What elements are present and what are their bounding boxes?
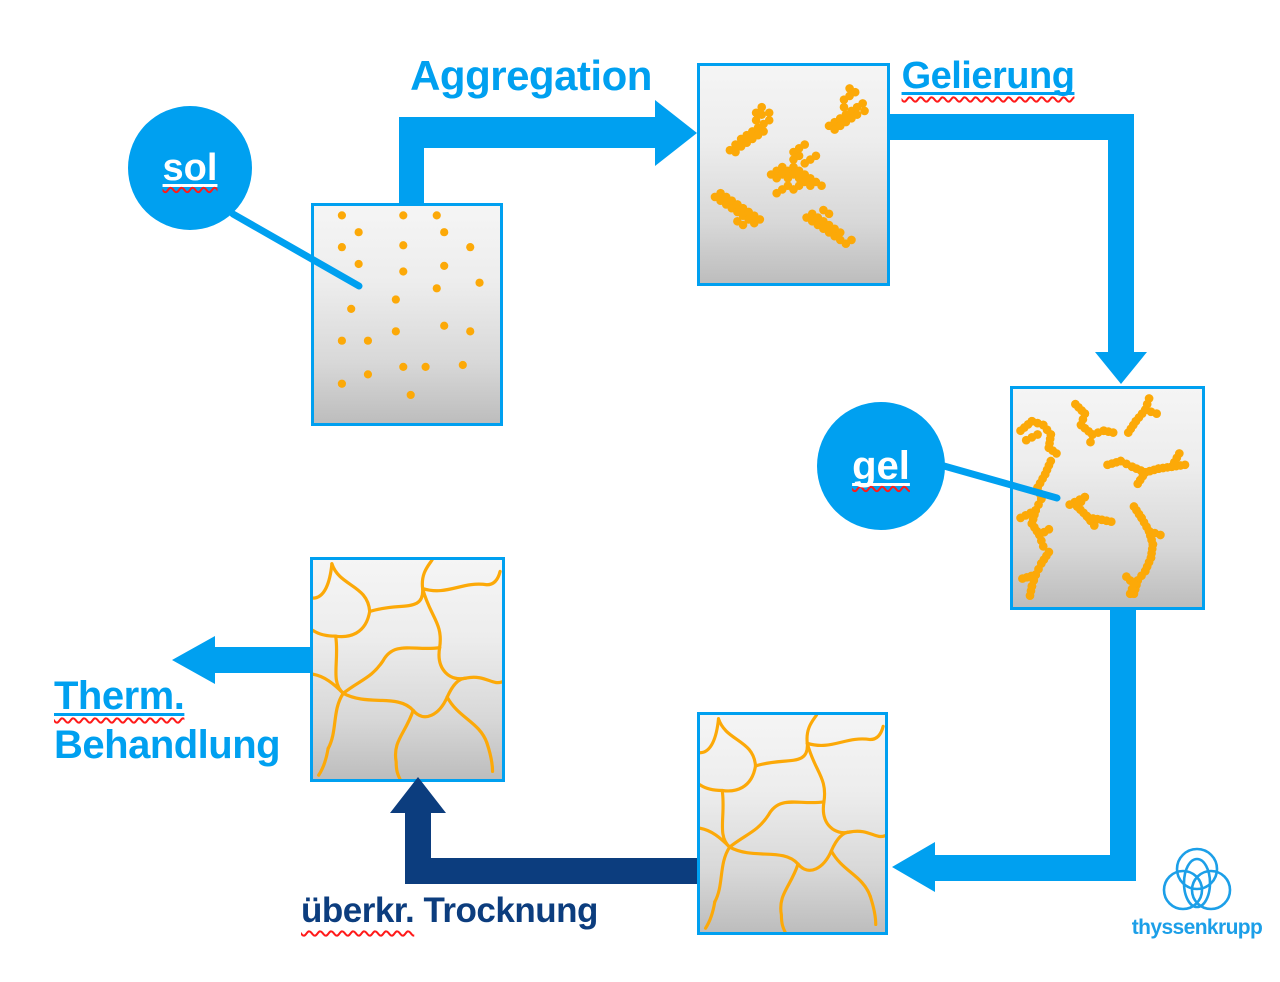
sol-label: sol (162, 146, 218, 189)
gelierung-underline: Gelierung (902, 55, 1075, 97)
label-ueberkritische-trocknung: überkr. Trocknung (301, 891, 598, 931)
label-aggregation: Aggregation (381, 52, 681, 100)
label-thermische-behandlung: Therm. Behandlung (54, 672, 281, 770)
aggregation-text: Aggregation (410, 52, 652, 99)
ueberkr-text: überkr. (301, 891, 415, 930)
arrow-gel-to-drying (892, 610, 1136, 892)
sol-label-underline: sol (163, 147, 218, 190)
network-strands-graphic (700, 715, 885, 932)
gel-network-box (1010, 386, 1205, 610)
thyssenkrupp-logo: thyssenkrupp (1107, 846, 1280, 940)
arrow-trocknung-up (390, 777, 697, 884)
wet-gel-network-box (697, 712, 888, 935)
therm-line2: Behandlung (54, 723, 281, 767)
sol-particles-graphic (337, 211, 484, 400)
arrow-sol-to-aggregation (399, 100, 697, 203)
label-gelierung: Gelierung (838, 55, 1138, 98)
arrow-gelierung-down (890, 114, 1147, 384)
thyssenkrupp-emblem-icon (1162, 847, 1232, 911)
sol-callout-bubble: sol (128, 106, 252, 230)
gel-label-underline: gel (852, 444, 910, 489)
gelierung-text: Gelierung (901, 55, 1075, 97)
therm-text: Therm. (54, 674, 185, 718)
sol-callout-line (229, 210, 363, 290)
arrow-therm-out-left (172, 636, 310, 684)
aggregated-particles-box (697, 63, 890, 286)
gel-callout-line (940, 462, 1061, 502)
therm-line1: Therm. (54, 672, 280, 721)
dried-gel-network-box (310, 557, 505, 782)
trocknung-text: Trocknung (414, 891, 598, 930)
sol-particles-box (311, 203, 503, 426)
gel-label: gel (852, 443, 910, 488)
network-strands-graphic (313, 560, 502, 779)
particle-clusters-graphic (710, 84, 869, 249)
thyssenkrupp-wordmark: thyssenkrupp (1131, 916, 1263, 939)
gel-callout-bubble: gel (817, 402, 945, 530)
